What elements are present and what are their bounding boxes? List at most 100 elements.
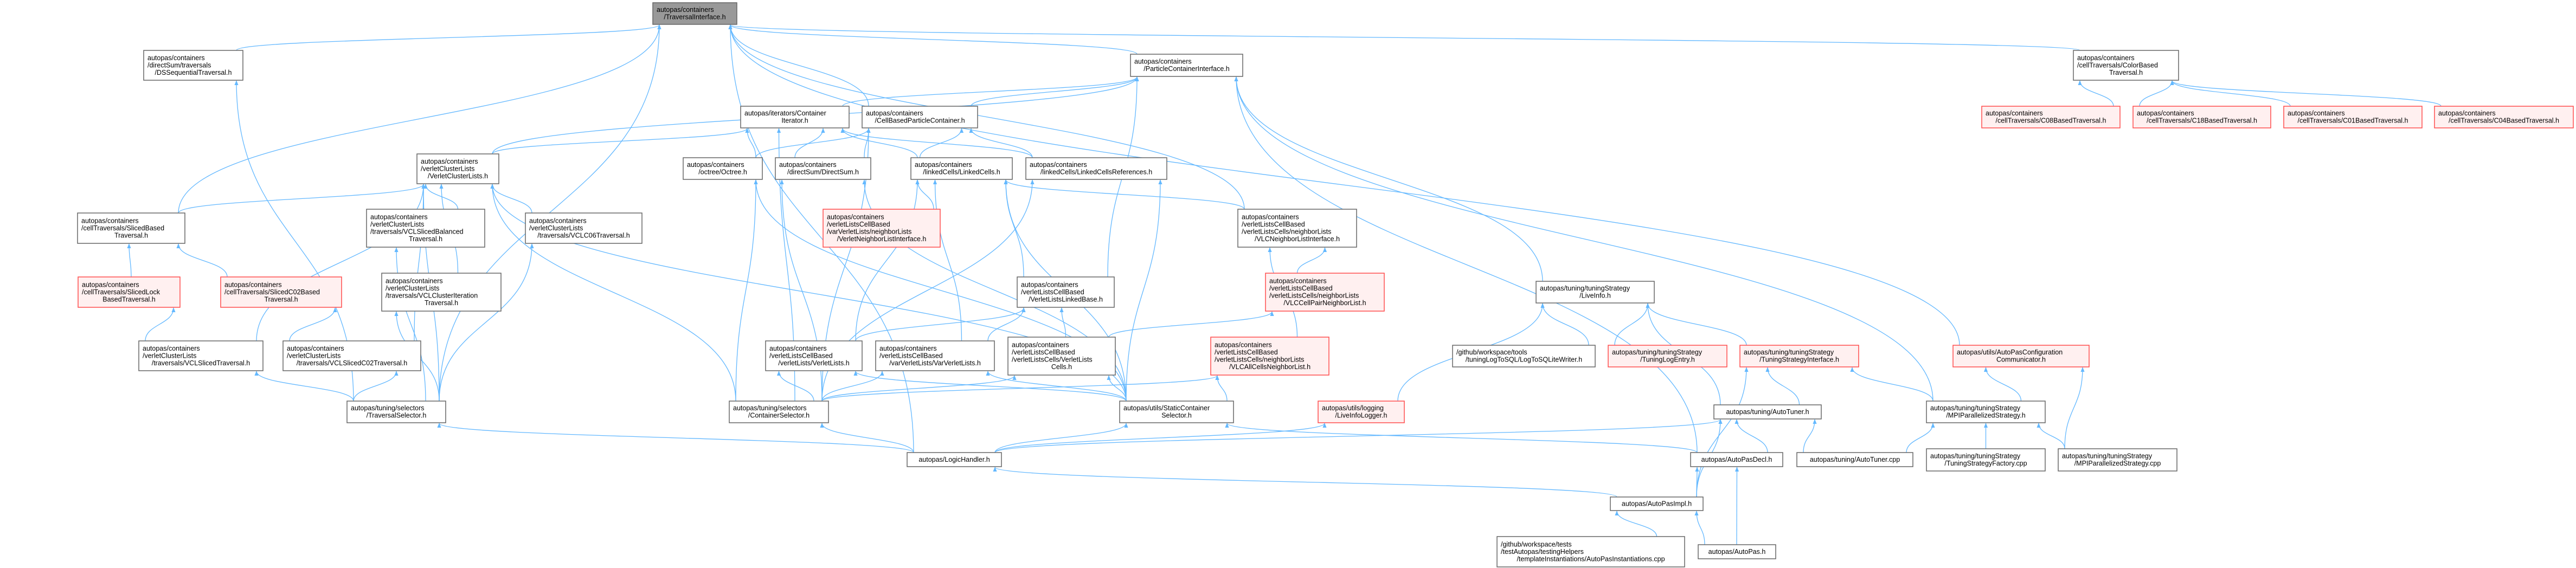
file-node[interactable]: autopas/containers/cellTraversals/Sliced… (77, 212, 185, 244)
file-node-label: Traversal.h (264, 295, 298, 303)
file-node-box (729, 401, 829, 423)
file-node[interactable]: autopas/containers/directSum/DirectSum.h (775, 157, 871, 180)
file-node[interactable]: /github/workspace/tools/tuningLogToSQL/L… (1452, 345, 1596, 367)
file-node[interactable]: autopas/containers/TraversalInterface.h (652, 2, 737, 25)
file-node-label: autopas/containers (1242, 214, 1299, 221)
file-node-label: /MPIParallelizedStrategy.cpp (2074, 460, 2161, 467)
file-node[interactable]: autopas/containers/verletClusterLists/tr… (366, 209, 485, 248)
file-node-label: /TuningLogEntry.h (1640, 356, 1695, 364)
file-node-box (525, 212, 643, 244)
file-node-box (77, 212, 185, 244)
file-node[interactable]: autopas/containers/directSum/traversals/… (143, 50, 243, 81)
file-node[interactable]: autopas/tuning/selectors/TraversalSelect… (346, 401, 446, 423)
file-node[interactable]: autopas/utils/logging/LiveInfoLogger.h (1318, 401, 1405, 423)
include-edge (994, 423, 1128, 453)
file-node-label: Traversal.h (2109, 69, 2143, 76)
file-node[interactable]: autopas/containers/cellTraversals/C08Bas… (1981, 106, 2121, 128)
file-node[interactable]: autopas/containers/verletListsCellBased/… (1265, 273, 1385, 312)
file-node[interactable]: autopas/containers/cellTraversals/Sliced… (220, 276, 342, 308)
nodes-layer: autopas/containers/TraversalInterface.h a… (77, 2, 2574, 567)
include-edge (794, 128, 825, 158)
file-node-label: autopas/tuning/tuningStrategy (1930, 404, 2021, 412)
file-node[interactable]: autopas/containers/cellTraversals/ColorB… (2073, 50, 2179, 81)
file-node[interactable]: /github/workspace/tests/testAutopas/test… (1496, 536, 1685, 567)
file-node-box (1210, 337, 1329, 376)
file-node[interactable]: autopas/containers/verletClusterLists/tr… (282, 340, 421, 371)
file-node[interactable]: autopas/containers/verletListsCellBased /… (1237, 209, 1357, 248)
file-node-label: /directSum/traversals (147, 61, 211, 69)
file-node-label: /traversals/VCLSlicedC02Traversal.h (297, 359, 408, 367)
file-node-box (652, 2, 737, 25)
file-node[interactable]: autopas/tuning/tuningStrategy/TuningStra… (1739, 345, 1859, 367)
file-node-box (2073, 50, 2179, 81)
file-node[interactable]: autopas/tuning/AutoTuner.cpp (1796, 452, 1913, 467)
file-node[interactable]: autopas/containers/cellTraversals/C01Bas… (2283, 106, 2423, 128)
file-node-box (78, 276, 181, 308)
file-node[interactable]: autopas/tuning/AutoTuner.h (1713, 404, 1822, 419)
file-node[interactable]: autopas/containers/verletListsCellBased/… (875, 340, 995, 371)
file-node-label: /testAutopas/testingHelpers (1501, 548, 1584, 556)
file-node-label: autopas/containers (1134, 58, 1192, 66)
file-node-label: /ContainerSelector.h (748, 412, 810, 419)
file-node-box (2058, 448, 2177, 472)
file-node[interactable]: autopas/AutoPas.h (1698, 544, 1776, 559)
file-node[interactable]: autopas/containers/verletClusterLists/tr… (381, 273, 502, 312)
file-node-label: /LiveInfoLogger.h (1335, 412, 1387, 419)
file-node[interactable]: autopas/containers/verletClusterLists/Ve… (416, 153, 499, 184)
file-node[interactable]: autopas/containers/cellTraversals/C04Bas… (2434, 106, 2574, 128)
file-node[interactable]: autopas/containers/verletClusterLists/tr… (525, 212, 643, 244)
include-edge (1234, 76, 1543, 282)
file-node[interactable]: autopas/tuning/tuningStrategy/MPIParalle… (1926, 401, 2046, 423)
file-node-label: /verletClusterLists (386, 285, 439, 292)
file-node[interactable]: autopas/tuning/tuningStrategy/MPIParalle… (2058, 448, 2177, 472)
include-edge (492, 128, 749, 154)
file-node-box (1952, 345, 2090, 367)
file-node[interactable]: autopas/tuning/tuningStrategy/TuningLogE… (1608, 345, 1727, 367)
file-node[interactable]: autopas/AutoPasDecl.h (1690, 452, 1783, 467)
include-edge (853, 371, 1127, 402)
include-edge (969, 128, 1033, 158)
file-node-label: /cellTraversals/SlicedC02Based (224, 288, 320, 296)
file-node[interactable]: autopas/containers/verletListsCellBased/… (1007, 337, 1116, 376)
file-node[interactable]: autopas/containers/verletListsCellBased/… (823, 209, 941, 248)
file-node[interactable]: autopas/containers/verletClusterLists/tr… (138, 340, 264, 371)
file-node[interactable]: autopas/containers/ParticleContainerInte… (1130, 54, 1243, 77)
file-node[interactable]: autopas/tuning/tuningStrategy/LiveInfo.h (1536, 281, 1655, 304)
file-node[interactable]: autopas/containers/verletListsCellBased/… (1017, 276, 1115, 308)
include-edge (728, 24, 1138, 55)
include-edge (289, 307, 337, 341)
include-edge (1735, 419, 1768, 453)
file-node-label: autopas/containers (769, 345, 827, 352)
file-node[interactable]: autopas/containers/verletListsCellBased/… (765, 340, 863, 371)
file-node-label: /verletClusterLists (287, 352, 341, 359)
file-node-box (862, 106, 978, 128)
file-node[interactable]: autopas/LogicHandler.h (907, 452, 1002, 467)
file-node-label: autopas/tuning/selectors (733, 404, 807, 412)
file-node-box (1025, 157, 1167, 180)
file-node-label: autopas/tuning/tuningStrategy (1930, 453, 2021, 460)
file-node[interactable]: autopas/containers/verletListsCellBased/… (1210, 337, 1329, 376)
file-node[interactable]: autopas/AutoPasImpl.h (1610, 496, 1704, 511)
file-node-box (1610, 496, 1704, 511)
file-node[interactable]: autopas/containers/octree/Octree.h (683, 157, 763, 180)
file-node[interactable]: autopas/containers/cellTraversals/C18Bas… (2132, 106, 2271, 128)
file-node[interactable]: autopas/containers/CellBasedParticleCont… (862, 106, 978, 128)
file-node-label: /DSSequentialTraversal.h (155, 69, 232, 76)
file-node[interactable]: autopas/containers/linkedCells/LinkedCel… (910, 157, 1013, 180)
include-edge (1225, 423, 1698, 453)
include-edge (821, 375, 1017, 402)
file-node[interactable]: autopas/tuning/selectors/ContainerSelect… (729, 401, 829, 423)
file-node-box (910, 157, 1013, 180)
file-node-label: autopas/containers (2077, 54, 2135, 62)
file-node[interactable]: autopas/containers/linkedCells/LinkedCel… (1025, 157, 1167, 180)
file-node-label: /cellTraversals/C18BasedTraversal.h (2147, 117, 2257, 125)
file-node-label: /VLCNeighborListInterface.h (1255, 235, 1340, 243)
file-node-label: /verletListsCellBased (1242, 221, 1305, 228)
include-edge (2139, 80, 2174, 107)
file-node[interactable]: autopas/containers/cellTraversals/Sliced… (78, 276, 181, 308)
file-node[interactable]: autopas/tuning/tuningStrategy/TuningStra… (1926, 448, 2046, 472)
file-node[interactable]: autopas/utils/AutoPasConfigurationCommun… (1952, 345, 2090, 367)
include-edge (490, 184, 736, 402)
